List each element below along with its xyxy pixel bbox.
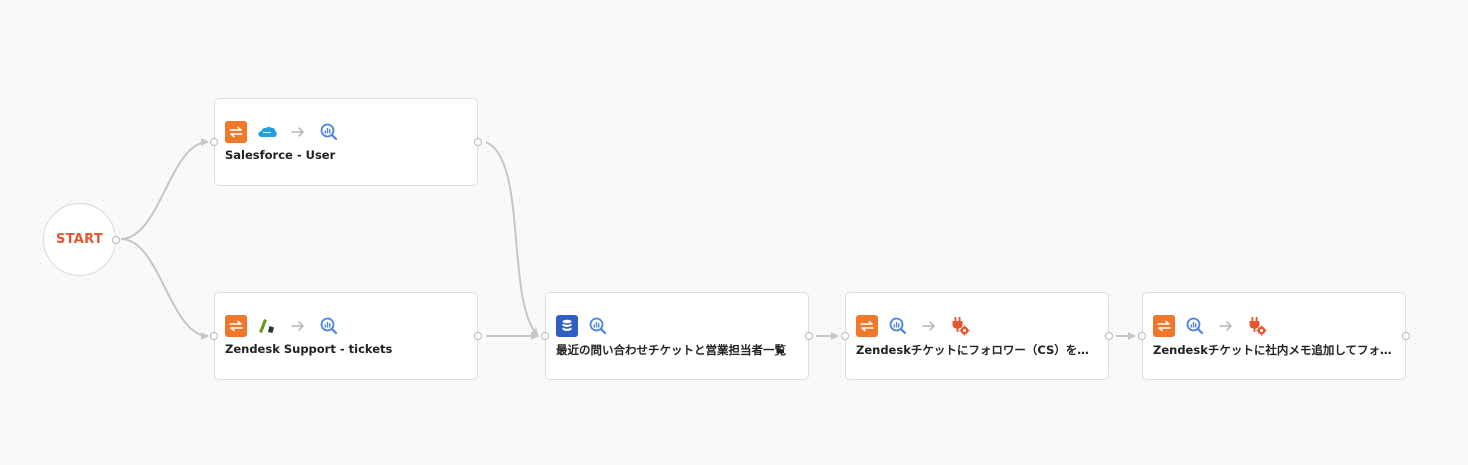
query-icon [887, 315, 909, 337]
salesforce-icon [256, 121, 278, 143]
node-add-follower[interactable]: Zendeskチケットにフォロワー（CS）を追... [841, 292, 1113, 380]
edge-start-to-zendesk-tickets [120, 238, 209, 340]
output-port[interactable] [805, 332, 813, 340]
node-title: Salesforce - User [225, 148, 336, 162]
action-plug-gear-icon [1246, 315, 1268, 337]
input-port[interactable] [210, 332, 218, 340]
transfer-icon [225, 314, 247, 337]
query-icon [587, 315, 609, 337]
transfer-icon [856, 314, 878, 337]
query-icon [1184, 315, 1206, 337]
output-port[interactable] [474, 138, 482, 146]
action-plug-gear-icon [949, 315, 971, 337]
node-recent-inquiries[interactable]: 最近の問い合わせチケットと営業担当者一覧 [541, 292, 813, 380]
transfer-icon [1153, 314, 1175, 337]
arrow-right-icon [1215, 315, 1237, 337]
node-title: Zendeskチケットに社内メモ追加してフォ... [1153, 343, 1393, 357]
node-title: 最近の問い合わせチケットと営業担当者一覧 [556, 343, 786, 357]
start-label: START [55, 232, 104, 247]
zendesk-icon [256, 315, 278, 337]
arrow-right-icon [287, 121, 309, 143]
input-port[interactable] [210, 138, 218, 146]
output-port[interactable] [474, 332, 482, 340]
arrow-right-icon [287, 315, 309, 337]
transfer-icon [225, 120, 247, 143]
input-port[interactable] [841, 332, 849, 340]
node-title: Zendesk Support - tickets [225, 342, 393, 356]
edge-salesforce-user-to-recent-inquiries [485, 141, 539, 337]
start-output-port[interactable] [112, 236, 120, 244]
query-icon [318, 121, 340, 143]
edge-start-to-salesforce-user [120, 138, 209, 240]
arrow-right-icon [918, 315, 940, 337]
input-port[interactable] [1138, 332, 1146, 340]
node-zendesk-tickets[interactable]: Zendesk Support - tickets [210, 292, 482, 380]
node-title: Zendeskチケットにフォロワー（CS）を追... [856, 343, 1096, 357]
node-salesforce-user[interactable]: Salesforce - User [210, 98, 482, 186]
database-icon [556, 314, 578, 337]
input-port[interactable] [541, 332, 549, 340]
output-port[interactable] [1402, 332, 1410, 340]
query-icon [318, 315, 340, 337]
output-port[interactable] [1105, 332, 1113, 340]
node-add-internal-memo[interactable]: Zendeskチケットに社内メモ追加してフォ... [1138, 292, 1410, 380]
start-node[interactable]: START [43, 203, 120, 276]
